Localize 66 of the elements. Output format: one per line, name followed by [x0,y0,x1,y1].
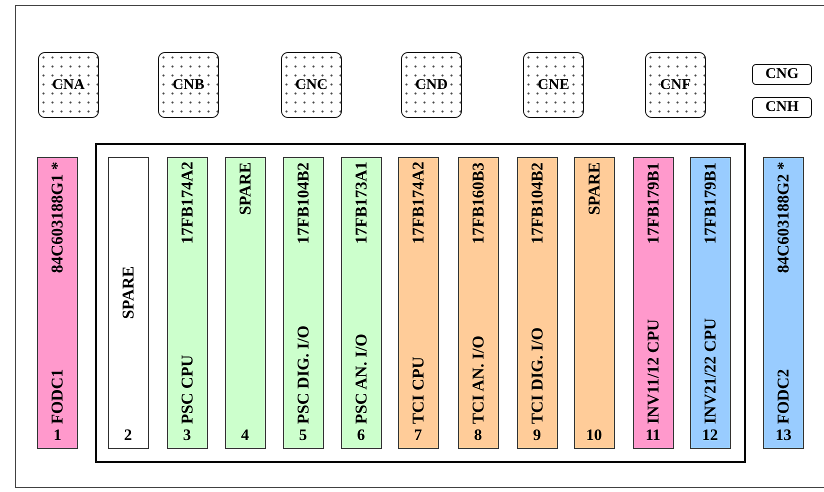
card-label: FODC1 [48,369,68,424]
card-label: 17FB160B3 [468,162,488,244]
connector-block [645,52,706,118]
slot-number: 11 [644,426,662,444]
slot-number: 7 [413,426,423,444]
slot-number: 12 [701,426,719,444]
card-label: 17FB179B1 [643,162,663,244]
slot-number: 8 [473,426,483,444]
slot-number: 3 [182,426,192,444]
connector-block [523,52,584,118]
card-slot [574,156,614,448]
card-label: 84C603188G1 * [48,162,68,274]
connector-block [752,97,812,118]
slot-number: 13 [774,427,792,445]
connector-label: CNB [172,76,204,94]
card-slot [166,156,208,448]
slot-number: 10 [585,426,603,444]
connector-label: CNF [660,76,691,94]
card-label: TCI DIG. I/O [527,326,547,424]
rack-frame [95,143,746,463]
card-slot [516,156,558,448]
card-label: 84C603188G2 * [774,162,794,274]
card-slot [690,156,730,448]
card-slot [398,156,438,448]
connector-block [281,52,342,118]
connector-label: CNC [295,76,328,94]
slot-number: 9 [532,426,542,444]
slot-number: 6 [356,426,366,444]
card-label: INV11/12 CPU [643,318,663,424]
connector-block [401,52,462,118]
connector-block [752,64,812,85]
card-label: 17FB179B1 [700,162,720,244]
card-label: 17FB104B2 [527,162,547,244]
slot-number: 4 [240,426,250,444]
card-label: PSC AN. I/O [351,333,371,424]
card-label: SPARE [118,266,138,319]
card-label: 17FB173A1 [351,162,371,244]
card-label: PSC CPU [177,354,197,424]
card-label: FODC2 [774,369,794,424]
card-slot [282,156,324,448]
connector-label: CNE [538,76,570,94]
card-slot [37,157,78,449]
card-label: TCI AN. I/O [468,335,488,424]
card-label: 17FB104B2 [293,162,313,244]
card-slot [632,156,674,448]
card-slot [763,157,804,449]
connector-label: CNA [52,76,85,94]
connector-block [38,52,99,118]
card-slot [458,156,498,448]
slot-number: 2 [123,426,133,444]
card-label: 17FB174A2 [177,162,197,244]
card-label: PSC DIG. I/O [293,324,313,424]
card-slot [224,156,266,448]
card-label: TCI CPU [408,356,428,424]
card-label: SPARE [584,162,604,214]
slot-number: 1 [52,427,62,445]
card-slot [108,156,148,448]
connector-label: CNH [765,99,799,116]
connector-label: CND [415,76,448,94]
slot-number: 5 [298,426,308,444]
card-label: 17FB174A2 [408,162,428,244]
card-label: INV21/22 CPU [700,318,720,424]
connector-block [158,52,219,118]
card-label: SPARE [235,162,255,214]
connector-label: CNG [765,66,799,83]
card-slot [340,156,382,448]
